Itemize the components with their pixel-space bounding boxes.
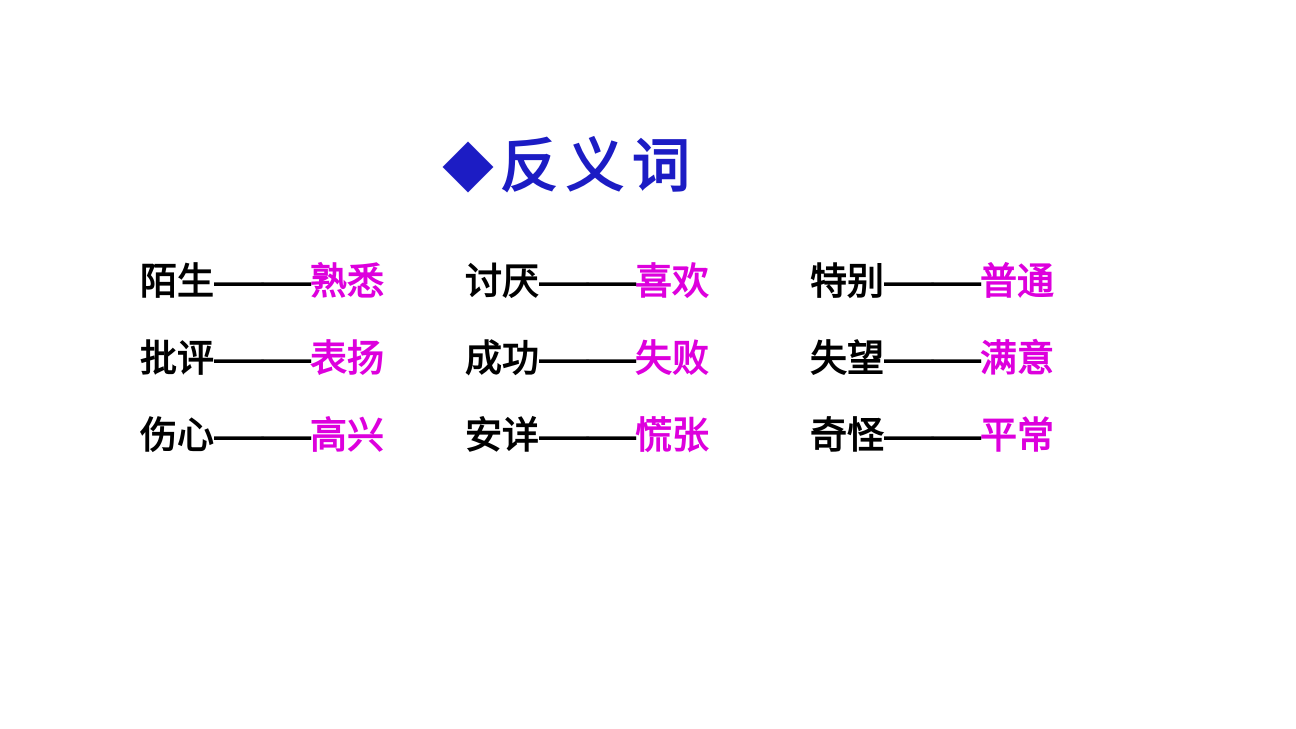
antonym-word: 熟悉: [310, 261, 384, 302]
source-word: 奇怪: [810, 415, 884, 456]
dash-separator: ——: [539, 415, 636, 456]
source-word: 伤心: [140, 415, 214, 456]
source-word: 讨厌: [465, 261, 539, 302]
antonym-word: 失败: [635, 338, 709, 379]
antonym-pair: 伤心 —— 高兴: [140, 417, 465, 454]
antonym-pair: 成功 —— 失败: [465, 340, 810, 377]
source-word: 安详: [465, 415, 539, 456]
antonym-pair: 讨厌 —— 喜欢: [465, 263, 810, 300]
dash-separator: ——: [214, 338, 311, 379]
antonym-word: 平常: [980, 415, 1054, 456]
dash-separator: ——: [884, 338, 981, 379]
dash-separator: ——: [214, 415, 311, 456]
dash-separator: ——: [539, 338, 636, 379]
antonym-pair: 失望 —— 满意: [810, 340, 1170, 377]
antonym-pair: 陌生 —— 熟悉: [140, 263, 465, 300]
antonym-pair: 奇怪 —— 平常: [810, 417, 1170, 454]
antonym-pair: 安详 —— 慌张: [465, 417, 810, 454]
dash-separator: ——: [884, 415, 981, 456]
source-word: 批评: [140, 338, 214, 379]
antonym-word: 满意: [980, 338, 1054, 379]
diamond-bullet-icon: [442, 141, 494, 193]
source-word: 陌生: [140, 261, 214, 302]
source-word: 成功: [465, 338, 539, 379]
slide-title-row: 反义词: [442, 134, 699, 199]
dash-separator: ——: [214, 261, 311, 302]
dash-separator: ——: [884, 261, 981, 302]
source-word: 失望: [810, 338, 884, 379]
antonym-word: 普通: [980, 261, 1054, 302]
antonym-word: 喜欢: [635, 261, 709, 302]
page-title: 反义词: [500, 134, 699, 199]
antonym-word: 慌张: [635, 415, 709, 456]
antonym-word: 高兴: [310, 415, 384, 456]
antonym-pair: 批评 —— 表扬: [140, 340, 465, 377]
antonym-pair: 特别 —— 普通: [810, 263, 1170, 300]
antonym-pairs-grid: 陌生 —— 熟悉 讨厌 —— 喜欢 特别 —— 普通 批评 —— 表扬 成功 —…: [140, 263, 1170, 494]
antonym-word: 表扬: [310, 338, 384, 379]
source-word: 特别: [810, 261, 884, 302]
dash-separator: ——: [539, 261, 636, 302]
